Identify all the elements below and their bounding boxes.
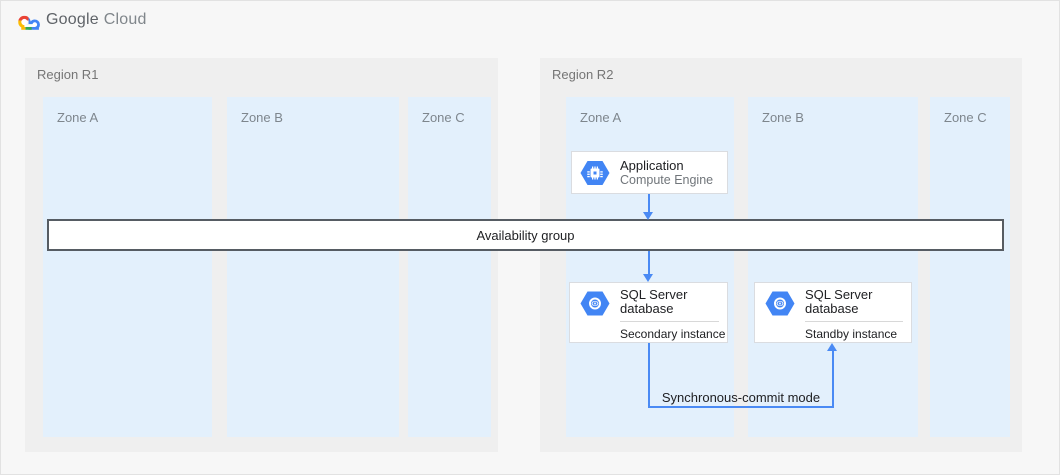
region-r2-label: Region R2 [552,67,614,82]
region-r1-zone-b: Zone B [227,97,399,437]
application-node-text: Application Compute Engine [620,158,713,188]
sql-standby-title: SQL Server database [805,287,873,316]
sync-connector-bottom-segment [648,406,834,408]
region-r2-zone-c: Zone C [930,97,1010,437]
divider [805,321,903,322]
region-r2-zone-a: Zone A [566,97,734,437]
sql-secondary-node: SQL Server database Secondary instance [569,282,728,343]
sql-server-database-icon [765,291,795,316]
sql-server-database-icon [580,291,610,316]
arrow-app-to-group [648,194,650,213]
region-r1-zone-a: Zone A [43,97,212,437]
sql-secondary-instance: Secondary instance [620,327,726,341]
sql-secondary-text: SQL Server database Secondary instance [620,287,726,341]
zone-label: Zone A [580,110,622,125]
region-r1-zone-c: Zone C [408,97,491,437]
zone-label: Zone C [944,110,987,125]
sql-standby-node: SQL Server database Standby instance [754,282,912,343]
google-cloud-logo-icon [18,15,40,30]
zone-label: Zone B [241,110,283,125]
sync-connector-left-segment [648,343,650,408]
arrowhead-down-icon [643,274,653,282]
arrow-group-to-secondary [648,251,650,275]
zone-label: Zone A [57,110,99,125]
availability-group-label: Availability group [476,227,575,243]
brand-google: Google [46,11,99,28]
sql-standby-text: SQL Server database Standby instance [805,288,903,341]
arrowhead-down-icon [643,212,653,220]
sync-connector-right-segment [832,350,834,408]
sql-standby-instance: Standby instance [805,327,898,341]
region-r1-label: Region R1 [37,67,99,82]
divider [620,321,719,322]
sync-commit-label: Synchronous-commit mode [661,390,821,405]
zone-label: Zone B [762,110,804,125]
zone-label: Zone C [422,110,465,125]
arrowhead-up-icon [827,343,837,351]
availability-group-band: Availability group [47,219,1004,251]
region-r1: Region R1 Zone A Zone B Zone C [25,58,498,452]
application-title: Application [620,157,684,173]
sql-secondary-title: SQL Server database [620,287,688,316]
application-node: Application Compute Engine [571,151,728,194]
application-subtitle: Compute Engine [620,172,714,187]
brand-cloud: Cloud [103,11,147,28]
compute-engine-icon [580,160,610,185]
